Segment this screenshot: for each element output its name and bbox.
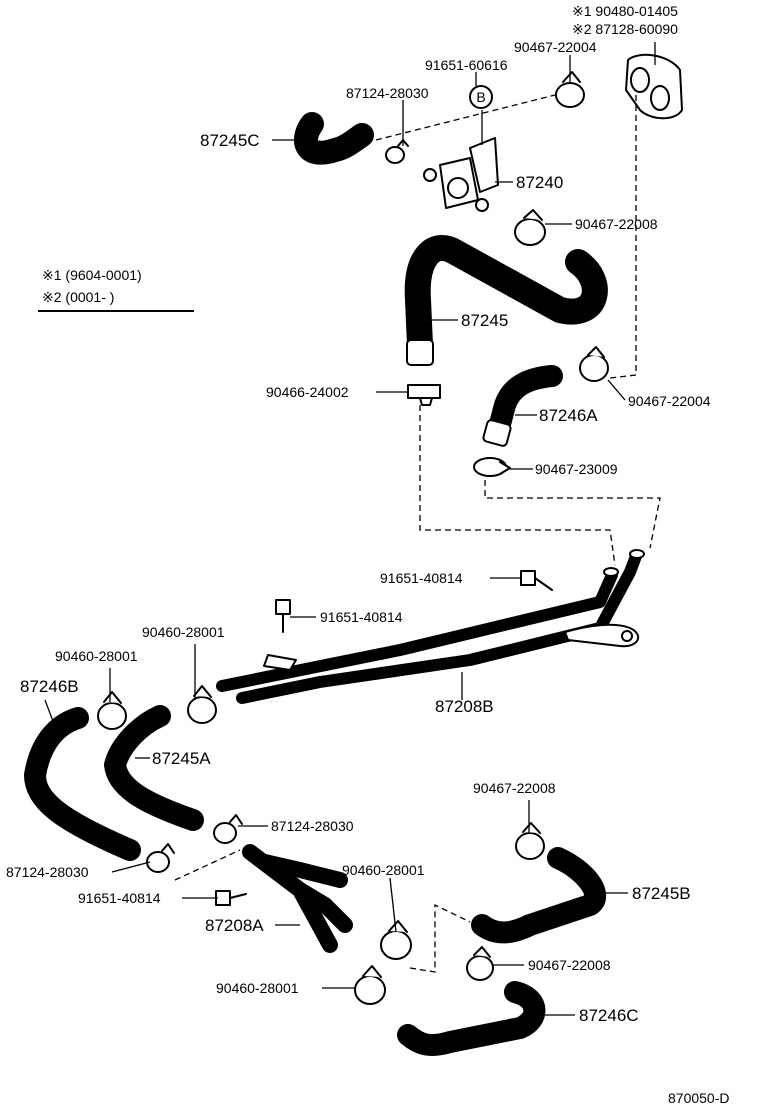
label-90460-28001-d: 90460-28001 — [216, 980, 299, 996]
clamp-90467-22004-top — [555, 71, 585, 108]
legend-note-2: ※2 (0001- ) — [42, 289, 114, 305]
grommet-87128 — [625, 53, 683, 120]
label-87208a: 87208A — [205, 916, 264, 935]
hose-87246c — [397, 981, 546, 1057]
clamp-90467-23009 — [473, 457, 511, 477]
label-90467-23009: 90467-23009 — [535, 461, 618, 477]
hose-87246a — [487, 365, 563, 443]
label-87124-28030-top: 87124-28030 — [346, 85, 429, 101]
hose-87246a-end-collar — [482, 419, 512, 447]
label-90466-24002: 90466-24002 — [266, 384, 349, 400]
label-90467-22004-mid: 90467-22004 — [628, 393, 711, 409]
pipe-87208a — [242, 844, 353, 953]
label-87245a: 87245A — [152, 749, 211, 768]
hose-87245-end-collar — [406, 339, 434, 366]
label-87245: 87245 — [461, 311, 508, 330]
reference-marker-b — [469, 85, 493, 109]
bolt-91651-40814-c — [215, 890, 247, 906]
clamp-90460-28001-b — [187, 685, 217, 724]
label-90467-22004-top: 90467-22004 — [514, 39, 597, 55]
label-90467-22008-a: 90467-22008 — [575, 216, 658, 232]
bolt-91651-40814-a — [520, 570, 553, 591]
routing-line-3 — [419, 405, 616, 566]
label-87245c: 87245C — [200, 131, 260, 150]
label-90467-22008-b: 90467-22008 — [473, 780, 556, 796]
bolt-91651-40814-b — [275, 599, 291, 633]
hose-87245 — [404, 235, 608, 358]
label-87124-28030-c: 87124-28030 — [6, 864, 89, 880]
routing-line-5 — [174, 849, 241, 881]
label-91651-40814-b: 91651-40814 — [320, 609, 403, 625]
valve-87240 — [423, 137, 499, 212]
leader-lines — [44, 42, 656, 1016]
label-90467-22008-c: 90467-22008 — [528, 957, 611, 973]
label-87246b: 87246B — [20, 677, 79, 696]
clamp-90460-28001-c — [380, 920, 412, 960]
label-87246a: 87246A — [539, 406, 598, 425]
routing-line-6 — [409, 903, 471, 973]
label-87128-60090: ※2 87128-60090 — [572, 21, 678, 37]
clamp-90460-28001-d — [354, 965, 386, 1005]
pipe-87208b — [216, 549, 645, 704]
label-91651-60616: 91651-60616 — [425, 57, 508, 73]
label-87240: 87240 — [516, 173, 563, 192]
hose-87245b — [471, 847, 607, 944]
label-90460-28001-c: 90460-28001 — [342, 862, 425, 878]
label-90480-01405: ※1 90480-01405 — [572, 3, 678, 19]
routing-line-4 — [484, 480, 661, 549]
clamp-87124-28030-c — [146, 843, 175, 873]
clamp-87124-28030-top — [385, 139, 409, 164]
footer-diagram-code: 870050-D — [668, 1090, 730, 1106]
label-87245b: 87245B — [632, 884, 691, 903]
label-90460-28001-a: 90460-28001 — [142, 624, 225, 640]
hose-87245c — [294, 112, 374, 165]
clamp-90466-24002 — [407, 384, 441, 406]
routing-line-1 — [375, 94, 556, 141]
label-90460-28001-b: 90460-28001 — [55, 648, 138, 664]
label-87246c: 87246C — [579, 1006, 639, 1025]
label-87208b: 87208B — [435, 697, 494, 716]
legend-note-1: ※1 (9604-0001) — [42, 267, 142, 283]
clamp-90467-22004-mid — [579, 346, 609, 382]
reference-marker-b-label: B — [476, 89, 485, 105]
clamp-90467-22008-b — [515, 822, 545, 860]
clamp-87124-28030-b — [213, 814, 243, 844]
hose-87245a — [104, 705, 204, 831]
routing-line-2 — [609, 95, 637, 379]
label-91651-40814-a: 91651-40814 — [380, 570, 463, 586]
clamp-90467-22008-c — [466, 946, 494, 981]
label-87124-28030-b: 87124-28030 — [271, 818, 354, 834]
clamp-90460-28001-a — [97, 691, 127, 730]
label-91651-40814-c: 91651-40814 — [78, 890, 161, 906]
clamp-90467-22008-a — [514, 209, 546, 246]
